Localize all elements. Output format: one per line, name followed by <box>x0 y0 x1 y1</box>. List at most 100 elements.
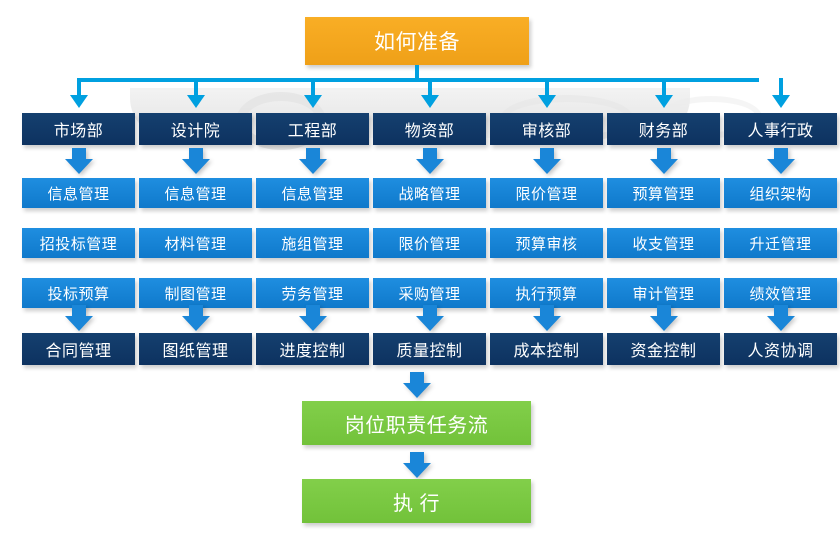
node-control-label: 资金控制 <box>630 343 697 360</box>
node-task[interactable]: 采购管理 <box>373 278 486 308</box>
node-task[interactable]: 施组管理 <box>256 228 369 258</box>
connector-arrow-head <box>654 95 673 108</box>
node-department[interactable]: 审核部 <box>490 113 603 145</box>
node-task[interactable]: 组织架构 <box>724 178 837 208</box>
connector-drop-line <box>778 78 783 96</box>
connector-drop-line <box>544 78 549 96</box>
connector-arrow-head <box>303 95 322 108</box>
node-control[interactable]: 资金控制 <box>607 333 720 365</box>
node-outcome-responsibility-flow-label: 岗位职责任务流 <box>344 414 489 437</box>
arrow-department-to-task <box>649 148 678 174</box>
node-department[interactable]: 市场部 <box>22 113 135 145</box>
arrow-task-to-control <box>415 305 444 331</box>
node-department-label: 物资部 <box>404 123 455 140</box>
arrow-department-to-task <box>181 148 210 174</box>
node-task-label: 限价管理 <box>398 235 461 253</box>
node-control-label: 图纸管理 <box>162 343 229 360</box>
node-task[interactable]: 审计管理 <box>607 278 720 308</box>
node-department-label: 人事行政 <box>747 123 814 140</box>
connector-arrow-head <box>186 95 205 108</box>
node-control[interactable]: 合同管理 <box>22 333 135 365</box>
connector-drop-line <box>427 78 432 96</box>
node-task-label: 升迁管理 <box>749 235 812 253</box>
arrow-task-to-control <box>181 305 210 331</box>
node-task-label: 信息管理 <box>281 185 344 203</box>
node-task[interactable]: 限价管理 <box>490 178 603 208</box>
node-task-label: 劳务管理 <box>281 285 344 303</box>
connector-drop-line <box>310 78 315 96</box>
node-task-label: 执行预算 <box>515 285 578 303</box>
node-task[interactable]: 绩效管理 <box>724 278 837 308</box>
node-control[interactable]: 成本控制 <box>490 333 603 365</box>
node-outcome-responsibility-flow[interactable]: 岗位职责任务流 <box>302 401 531 445</box>
node-task[interactable]: 预算管理 <box>607 178 720 208</box>
node-task-label: 预算管理 <box>632 185 695 203</box>
arrow-department-to-task <box>415 148 444 174</box>
arrow-task-to-control <box>766 305 795 331</box>
node-task-label: 收支管理 <box>632 235 695 253</box>
arrow-outcome-to-execute <box>403 452 431 478</box>
node-task-label: 材料管理 <box>164 235 227 253</box>
node-task[interactable]: 执行预算 <box>490 278 603 308</box>
node-task[interactable]: 限价管理 <box>373 228 486 258</box>
node-department-label: 审核部 <box>521 123 572 140</box>
node-control[interactable]: 图纸管理 <box>139 333 252 365</box>
arrow-department-to-task <box>298 148 327 174</box>
connector-arrow-head <box>69 95 88 108</box>
node-task[interactable]: 招投标管理 <box>22 228 135 258</box>
node-task-label: 预算审核 <box>515 235 578 253</box>
node-task[interactable]: 制图管理 <box>139 278 252 308</box>
node-department[interactable]: 工程部 <box>256 113 369 145</box>
node-task-label: 限价管理 <box>515 185 578 203</box>
node-task-label: 信息管理 <box>47 185 110 203</box>
node-control-label: 进度控制 <box>279 343 346 360</box>
arrow-department-to-task <box>532 148 561 174</box>
connector-drop-line <box>76 78 81 96</box>
connector-drop-line <box>661 78 666 96</box>
node-task[interactable]: 预算审核 <box>490 228 603 258</box>
node-department-label: 工程部 <box>287 123 338 140</box>
node-outcome-execute-label: 执 行 <box>392 492 441 515</box>
node-control-label: 合同管理 <box>45 343 112 360</box>
connector-drop-line <box>193 78 198 96</box>
node-department[interactable]: 人事行政 <box>724 113 837 145</box>
node-task-label: 战略管理 <box>398 185 461 203</box>
node-task[interactable]: 升迁管理 <box>724 228 837 258</box>
node-control[interactable]: 质量控制 <box>373 333 486 365</box>
node-task-label: 信息管理 <box>164 185 227 203</box>
node-task[interactable]: 材料管理 <box>139 228 252 258</box>
arrow-controls-to-outcome <box>403 372 431 398</box>
arrow-task-to-control <box>649 305 678 331</box>
node-department-label: 设计院 <box>170 123 221 140</box>
arrow-task-to-control <box>532 305 561 331</box>
node-task[interactable]: 劳务管理 <box>256 278 369 308</box>
node-department[interactable]: 物资部 <box>373 113 486 145</box>
connector-arrow-head <box>537 95 556 108</box>
connector-trunk-vertical <box>415 65 419 82</box>
node-department-label: 财务部 <box>638 123 689 140</box>
node-task-label: 制图管理 <box>164 285 227 303</box>
node-task[interactable]: 投标预算 <box>22 278 135 308</box>
node-task[interactable]: 信息管理 <box>139 178 252 208</box>
node-department[interactable]: 设计院 <box>139 113 252 145</box>
node-task[interactable]: 战略管理 <box>373 178 486 208</box>
node-task-label: 投标预算 <box>47 285 110 303</box>
node-task-label: 组织架构 <box>749 185 812 203</box>
node-task[interactable]: 收支管理 <box>607 228 720 258</box>
arrow-department-to-task <box>64 148 93 174</box>
node-control[interactable]: 进度控制 <box>256 333 369 365</box>
node-control-label: 成本控制 <box>513 343 580 360</box>
node-control[interactable]: 人资协调 <box>724 333 837 365</box>
node-task-label: 招投标管理 <box>39 235 118 253</box>
node-task[interactable]: 信息管理 <box>22 178 135 208</box>
node-top-title[interactable]: 如何准备 <box>305 17 529 65</box>
node-task[interactable]: 信息管理 <box>256 178 369 208</box>
node-outcome-execute[interactable]: 执 行 <box>302 479 531 523</box>
node-task-label: 施组管理 <box>281 235 344 253</box>
node-control-label: 质量控制 <box>396 343 463 360</box>
node-task-label: 审计管理 <box>632 285 695 303</box>
node-control-label: 人资协调 <box>747 343 814 360</box>
arrow-task-to-control <box>64 305 93 331</box>
connector-arrow-head <box>771 95 790 108</box>
node-department[interactable]: 财务部 <box>607 113 720 145</box>
